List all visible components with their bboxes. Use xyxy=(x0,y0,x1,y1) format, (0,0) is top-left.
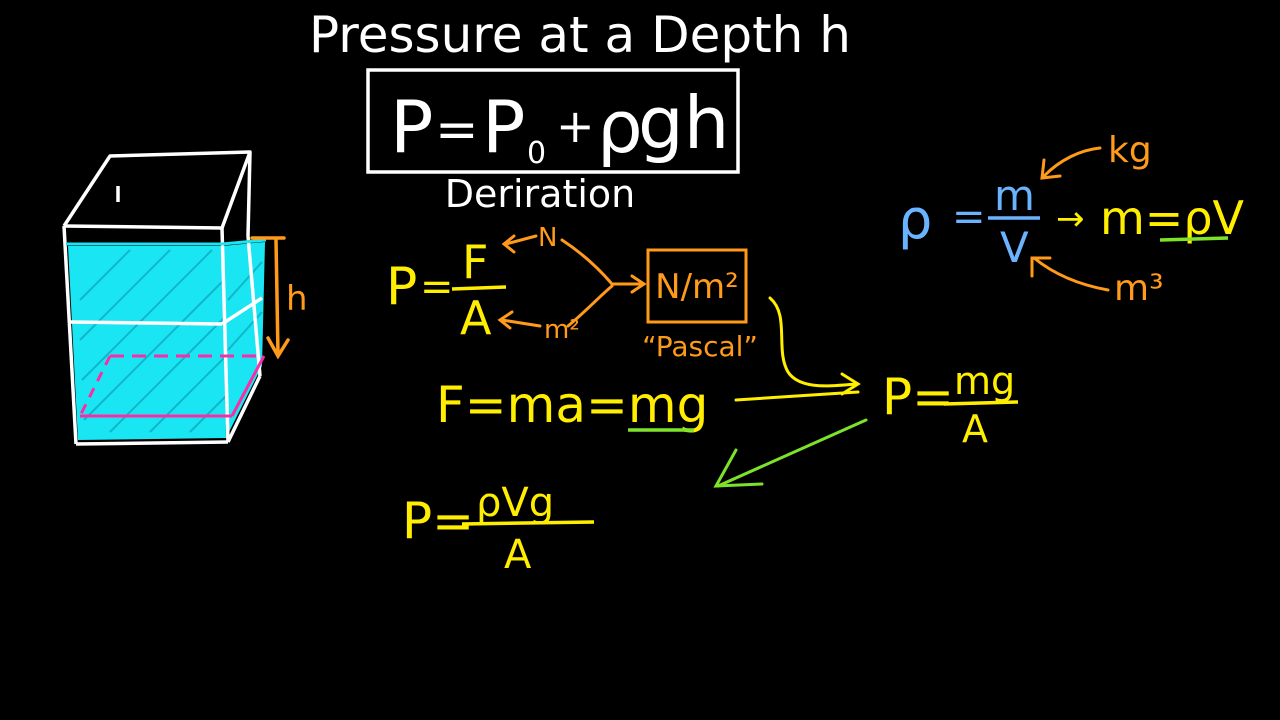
prho-lhs: P= xyxy=(402,492,474,550)
main-equation: P = P 0 + ρ gh xyxy=(366,68,740,174)
depth-marker xyxy=(250,236,290,360)
pressure-definition: P = F A xyxy=(386,235,507,345)
force-equation: F=ma=mg xyxy=(436,376,708,434)
green-arrow xyxy=(713,418,868,488)
tank-outline xyxy=(62,150,263,446)
pressure-units: N m² N/m² “Pascal” xyxy=(497,223,758,363)
pascal-unit-box xyxy=(646,248,748,324)
water-surface xyxy=(66,238,267,246)
pmg-denominator: A xyxy=(962,407,988,451)
main-eq-p: P xyxy=(390,85,433,169)
density-rho: ρ xyxy=(898,188,932,251)
pascal-label: “Pascal” xyxy=(642,330,758,363)
pmg-fraction-bar xyxy=(943,400,1019,406)
pressure-rho: P= ρVg A xyxy=(402,480,595,578)
pdef-force: F xyxy=(462,235,488,289)
depth-label: h xyxy=(286,279,308,319)
main-eq-gh: gh xyxy=(638,81,729,165)
combined-unit: N/m² xyxy=(655,267,739,307)
density-equals: = xyxy=(952,194,986,240)
pdef-p: P xyxy=(386,257,417,317)
water-front-face xyxy=(68,246,226,440)
pdef-fraction-bar xyxy=(451,285,507,291)
prho-denominator: A xyxy=(504,532,532,578)
area-unit: m² xyxy=(544,315,580,345)
prho-fraction-bar xyxy=(461,520,595,526)
main-eq-plus: + xyxy=(556,99,595,153)
prho-numerator: ρVg xyxy=(476,480,554,526)
pmg-numerator: mg xyxy=(954,359,1015,403)
derivation-label: Deriration xyxy=(445,172,636,216)
density-numerator: m xyxy=(994,171,1035,220)
density-arrow: → xyxy=(1056,199,1085,239)
force-unit: N xyxy=(538,223,557,253)
pdef-area: A xyxy=(460,291,492,345)
main-eq-equals: = xyxy=(435,100,479,160)
rho-v-underline xyxy=(1159,236,1229,242)
density-denominator: V xyxy=(1000,223,1029,272)
main-equation-box xyxy=(366,68,740,174)
pdef-equals: = xyxy=(420,264,454,310)
density-relation: ρ = m V → m=ρV kg m³ xyxy=(898,130,1245,309)
water-tank-drawing: h xyxy=(62,150,308,446)
volume-unit: m³ xyxy=(1114,268,1164,309)
connector-arrows xyxy=(734,296,861,402)
mass-unit: kg xyxy=(1108,130,1152,171)
mass-relation: m=ρV xyxy=(1100,191,1245,245)
water-hatching xyxy=(79,249,263,433)
main-eq-p0-sub: 0 xyxy=(527,136,546,171)
depth-slab xyxy=(78,354,266,418)
pressure-mg: P= mg A xyxy=(882,359,1019,451)
pmg-lhs: P= xyxy=(882,368,954,426)
page-title: Pressure at a Depth h xyxy=(309,6,851,64)
main-eq-p0: P xyxy=(482,85,525,169)
main-eq-rho: ρ xyxy=(597,85,643,169)
